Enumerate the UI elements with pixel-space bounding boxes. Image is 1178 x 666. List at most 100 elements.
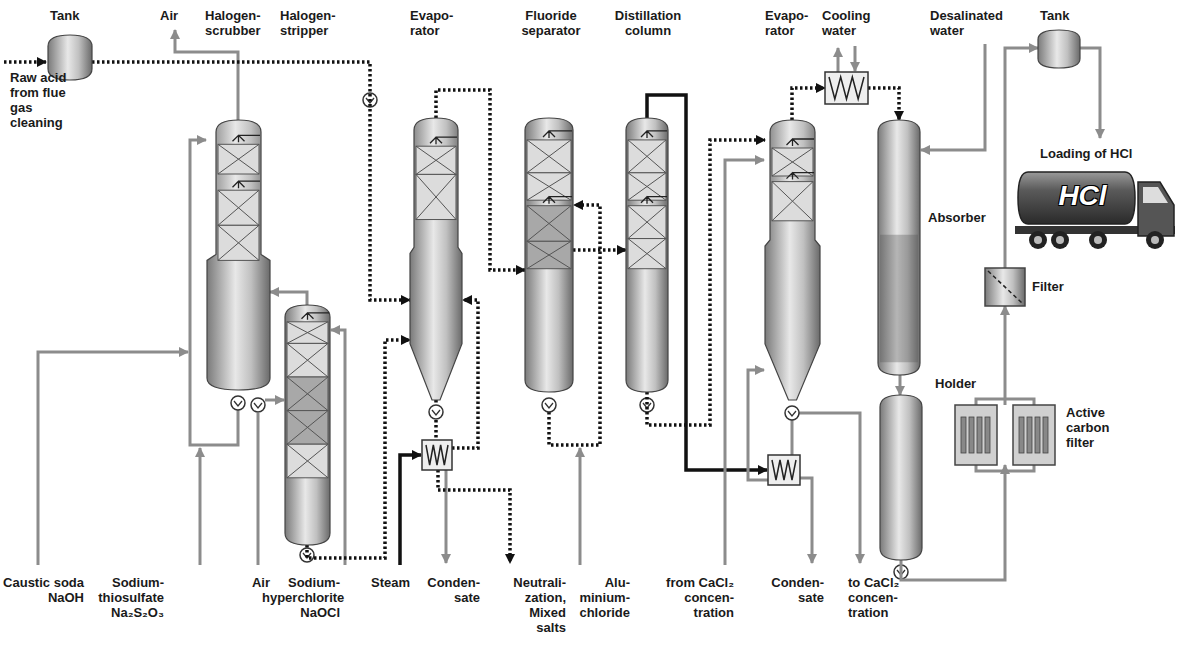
packing-cross — [416, 174, 456, 219]
drawing-part — [791, 420, 794, 455]
drawing-part — [4, 60, 46, 64]
equipment-name: Tank — [1040, 8, 1090, 23]
packing-bed — [287, 444, 328, 478]
exchanger-box — [768, 455, 800, 485]
equipment: Absorber — [878, 120, 920, 375]
carbon-cartridge — [1027, 417, 1032, 453]
drawing-part — [725, 160, 764, 565]
carbon-cartridge — [977, 417, 982, 453]
packing-bed — [287, 377, 328, 411]
process-stream — [1005, 48, 1038, 268]
equipment-name: Tank — [50, 8, 100, 23]
packing-bed — [287, 343, 328, 377]
packing-bed — [416, 146, 456, 174]
equipment: Fluoride separator — [525, 118, 573, 392]
equipment-name: Evapo- rator — [765, 8, 817, 38]
equipment-shape — [880, 395, 922, 560]
pump-symbol — [231, 396, 245, 410]
vessel-shell — [525, 118, 573, 392]
packing-bed — [218, 190, 259, 225]
pump-symbol — [542, 398, 556, 412]
stream-label: Conden- sate — [762, 575, 824, 605]
stream-label: Conden- sate — [420, 575, 480, 605]
equipment-shape — [955, 405, 1055, 465]
packing-bed — [287, 322, 328, 344]
liquid-distributor — [233, 181, 261, 188]
equipment-name: Distillation column — [606, 8, 690, 38]
packing-cross — [218, 190, 259, 225]
drawing-part — [837, 48, 840, 72]
stream-label: Raw acid from flue gas cleaning — [10, 70, 74, 130]
equipment: Tank — [1038, 30, 1080, 68]
stream-label: Neutrali- zation, Mixed salts — [502, 575, 566, 635]
filter-media — [988, 271, 1022, 303]
liquid-distributor — [641, 131, 667, 138]
equipment-shape — [825, 72, 868, 104]
pump-symbol — [785, 406, 799, 420]
stream-label: Steam — [356, 575, 410, 590]
vessel-shell — [285, 305, 330, 545]
vessel-shell — [878, 120, 920, 375]
packing-cross — [527, 241, 571, 268]
liquid-distributor — [641, 197, 667, 204]
packing-cross — [287, 322, 328, 344]
drawing-part — [1080, 48, 1100, 138]
drawing-part — [331, 330, 345, 565]
packing-bed — [628, 140, 666, 173]
truck-lettering: HCl — [1035, 180, 1130, 212]
equipment-name: Filter — [1032, 279, 1082, 294]
equipment-shape — [626, 118, 668, 392]
drawing-part — [748, 370, 768, 480]
packing-cross — [218, 144, 259, 174]
packing-cross — [628, 140, 666, 173]
equipment-name: Halogen- stripper — [280, 8, 348, 38]
liquid-distributor — [787, 139, 815, 146]
pump-symbol — [432, 410, 440, 415]
process-stream — [270, 292, 307, 305]
drawing-part — [1089, 231, 1107, 249]
equipment-shape — [525, 118, 573, 392]
carbon-cartridge — [969, 417, 974, 453]
stream-label: Desalinated water — [930, 8, 1018, 38]
stream-label: Loading of HCl — [1040, 146, 1170, 161]
stream-label: Caustic soda NaOH — [2, 575, 84, 605]
liquid-distributor — [543, 131, 572, 138]
equipment-name: Absorber — [928, 210, 1003, 225]
exchanger-box — [825, 72, 868, 104]
drawing-part — [265, 399, 284, 402]
drawing-part — [445, 470, 448, 563]
carbon-cartridge — [961, 417, 966, 453]
equipment: Distillation column — [626, 118, 668, 392]
packing-cross — [628, 206, 666, 239]
packing-bed — [527, 140, 571, 173]
carbon-cartridge — [985, 417, 990, 453]
equipment-shape — [207, 120, 270, 390]
pump-symbol — [545, 403, 553, 408]
stream-label: Sodium- thiosulfate Na₂S₂O₃ — [80, 575, 164, 620]
process-stream — [868, 88, 899, 120]
drawing-part — [257, 413, 260, 565]
drawing-part — [1018, 172, 1135, 224]
vessel-shell — [626, 118, 668, 392]
stream-label: Air — [230, 575, 270, 590]
equipment-shape — [285, 305, 330, 545]
drawing-part — [438, 470, 510, 563]
equipment-shape — [1038, 30, 1080, 68]
packing-bed — [287, 411, 328, 445]
equipment-name: Holder — [935, 376, 995, 391]
liquid-distributor — [302, 313, 330, 320]
reboiler — [422, 440, 452, 470]
equipment-name: Halogen- scrubber — [205, 8, 273, 38]
carbon-vessel — [955, 405, 997, 465]
drawing-part — [579, 448, 582, 565]
drawing-part — [400, 455, 421, 565]
tank-truck — [1015, 172, 1175, 249]
drawing-part — [175, 30, 238, 120]
packing-cross — [527, 140, 571, 173]
exchanger-box — [422, 440, 452, 470]
pump-symbol — [429, 405, 443, 419]
carbon-cartridge — [1043, 417, 1048, 453]
equipment: Cooling water — [825, 72, 868, 104]
vessel-shell — [207, 120, 270, 390]
